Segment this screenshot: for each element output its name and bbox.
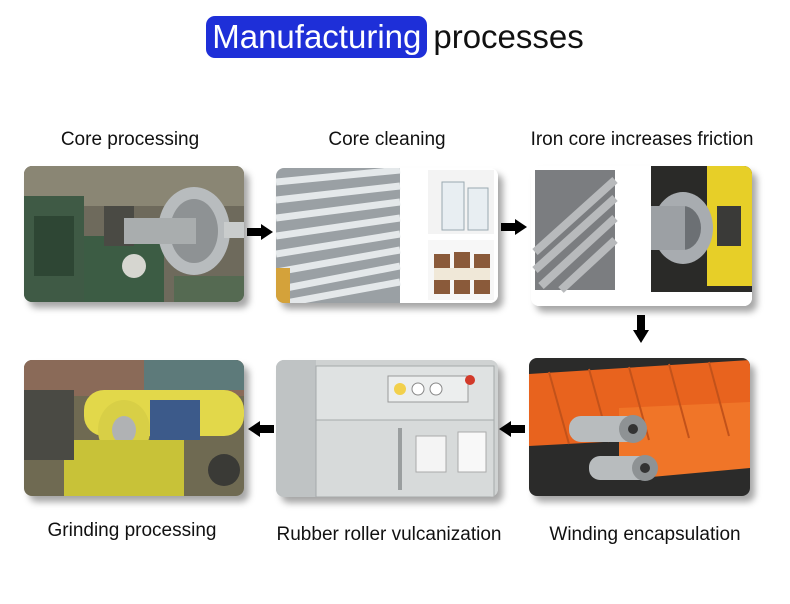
- photo-core-processing: [24, 166, 244, 302]
- step-label-grinding-processing: Grinding processing: [47, 520, 217, 541]
- photo-iron-core-friction: [531, 166, 752, 306]
- step-label-winding-encapsulation: Winding encapsulation: [549, 524, 741, 545]
- title-rest: processes: [433, 18, 584, 55]
- step-label-core-cleaning: Core cleaning: [328, 129, 446, 150]
- photo-winding-encapsulation: [529, 358, 750, 496]
- step-label-core-processing: Core processing: [60, 129, 200, 150]
- arrow-left-1: [499, 421, 525, 437]
- arrow-left-2: [248, 421, 274, 437]
- title-highlight: Manufacturing: [206, 16, 428, 58]
- arrow-right-2: [501, 219, 527, 235]
- step-label-rubber-roller-vulcanization: Rubber roller vulcanization: [276, 524, 502, 545]
- arrow-right-1: [247, 224, 273, 240]
- photo-grinding-processing: [24, 360, 244, 496]
- arrow-down: [633, 315, 649, 343]
- photo-core-cleaning: [276, 168, 498, 303]
- photo-rubber-roller-vulcanization: [276, 360, 498, 497]
- step-label-iron-core-friction: Iron core increases friction: [530, 129, 754, 150]
